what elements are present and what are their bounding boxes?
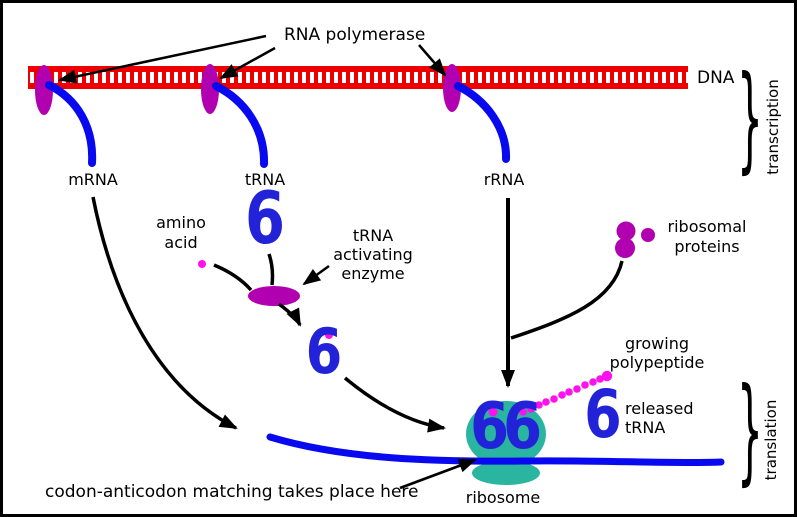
activating-enzyme-label-line2: activating [333,245,413,264]
charged-trna-to-ribosome-arrow [343,376,446,433]
mrna-flow-arrow [91,196,238,430]
rna-polymerase-blob-3 [443,64,461,112]
mrna-transcript-curve [45,81,97,167]
proteins-to-ribosome-curve [510,260,624,340]
rna-polymerase-blob-1 [35,65,53,115]
rrna-transcript-curve [454,82,511,163]
dna-label: DNA [697,68,735,88]
released-trna-label-line1: released [625,399,694,418]
trna-label: tRNA [244,170,286,189]
rna-polymerase-blob-2 [201,64,219,114]
trna-to-enzyme-line [267,253,275,286]
charged-trna-amino-dot [325,331,333,339]
growing-polypeptide-label-line2: polypeptide [609,353,705,372]
released-trna-label-line2: tRNA [625,418,666,437]
codon-note-arrow [399,458,477,490]
ribosomal-proteins-label-line1: ribosomal [667,217,747,236]
amino-acid-label-line2: acid [164,233,198,252]
dna-strand [28,66,688,89]
ribosomal-protein-blobs [615,221,655,258]
charged-trna-symbol: 6 [305,315,343,388]
transcription-brace-icon: } [737,51,763,187]
polypeptide-chain [519,370,613,416]
activating-enzyme-label-line1: tRNA [352,226,394,245]
pointer-to-polymerase-1 [58,34,267,84]
ribosome-trna-amino-dot [488,407,498,417]
amino-acid-dot [198,260,206,268]
activating-enzyme-blob [248,286,300,306]
released-trna-symbol: 6 [584,376,622,453]
trna-transcript-curve [212,82,269,168]
ribosome-label: ribosome [465,488,541,507]
translation-brace-icon: } [737,363,763,499]
codon-anticodon-note: codon-anticodon matching takes place her… [45,482,419,502]
diagram-shapes [28,34,725,490]
activating-enzyme-label-line3: enzyme [341,264,405,283]
transcription-section-label: transcription [764,79,782,175]
amino-acid-label-line1: amino [156,213,206,232]
ribosome-trna-pair-symbol: 66 [469,390,542,464]
trna-symbol: 6 [244,176,286,260]
amino-acid-to-enzyme-line [213,263,253,292]
translation-section-label: translation [762,399,780,481]
rna-polymerase-label: RNA polymerase [284,25,426,45]
growing-polypeptide-label-line1: growing [625,334,689,353]
mrna-strand-bottom [266,433,725,467]
mrna-label: mRNA [68,170,118,189]
pointer-to-enzyme [302,264,330,286]
rrna-label: rRNA [483,170,525,189]
ribosomal-proteins-label-line2: proteins [674,237,740,256]
pointer-to-polymerase-2 [219,46,276,80]
pointer-to-polymerase-3 [418,44,447,77]
ribosome-shape [466,401,546,485]
enzyme-to-charged-trna-arrow [277,302,302,327]
